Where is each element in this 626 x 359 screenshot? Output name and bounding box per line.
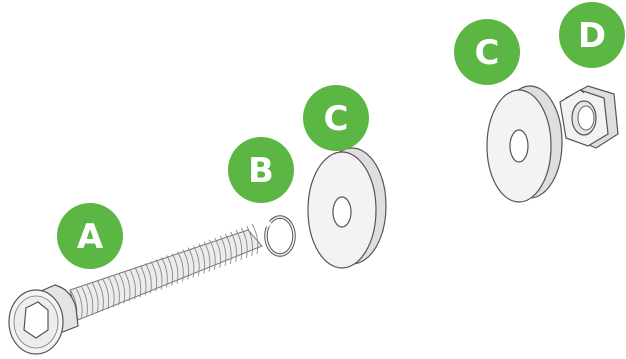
thread-ridge: [91, 282, 99, 314]
thread-ridge: [86, 284, 94, 316]
screw-head: [8, 284, 79, 355]
thread-ridge: [198, 243, 206, 274]
badge-b-label: B: [248, 151, 274, 191]
flat-washer-1: [307, 147, 387, 269]
retaining-ring: [264, 215, 296, 257]
hex-nut: [559, 85, 619, 149]
flat-washer-2: [486, 85, 563, 203]
thread-ridge: [129, 269, 136, 300]
thread-ridge: [139, 265, 147, 296]
thread-ridge: [246, 225, 253, 257]
thread-ridge: [203, 241, 211, 272]
thread-ridge: [150, 261, 158, 292]
thread-ridge: [102, 278, 110, 310]
thread-ridge: [75, 288, 83, 320]
badge-c-1-label: C: [324, 99, 349, 139]
thread-ridge: [193, 245, 200, 276]
badge-b: B: [228, 137, 294, 203]
badge-d-label: D: [578, 16, 606, 56]
badge-d: D: [559, 2, 625, 68]
thread-ridge: [145, 263, 152, 294]
thread-ridge: [123, 271, 131, 302]
thread-ridge: [155, 259, 163, 290]
badge-a-label: A: [77, 217, 104, 257]
thread-ridge: [81, 286, 88, 318]
thread-ridge: [187, 247, 195, 278]
badge-c-2-label: C: [475, 33, 500, 73]
screw-thread: [69, 223, 263, 322]
badge-c-1: C: [303, 85, 369, 151]
thread-ridge: [251, 223, 259, 255]
thread-ridge: [209, 239, 216, 270]
thread-ridge: [230, 231, 237, 262]
thread-ridge: [182, 249, 190, 280]
hex-socket: [23, 301, 49, 339]
thread-ridge: [107, 276, 115, 308]
thread-ridge: [166, 255, 174, 286]
thread-ridge: [235, 229, 243, 260]
thread-ridge: [171, 253, 179, 284]
thread-ridge: [118, 273, 126, 304]
thread-ridge: [161, 257, 168, 288]
thread-ridge: [177, 251, 184, 282]
badge-a: A: [57, 203, 123, 269]
thread-ridge: [225, 233, 232, 264]
thread-ridge: [219, 235, 227, 266]
badge-c-2: C: [454, 19, 520, 85]
thread-ridge: [241, 227, 248, 258]
thread-ridge: [97, 280, 104, 312]
thread-ridge: [113, 274, 120, 306]
thread-ridge: [214, 237, 221, 268]
cap-screw: [8, 223, 263, 355]
thread-ridge: [134, 267, 142, 298]
